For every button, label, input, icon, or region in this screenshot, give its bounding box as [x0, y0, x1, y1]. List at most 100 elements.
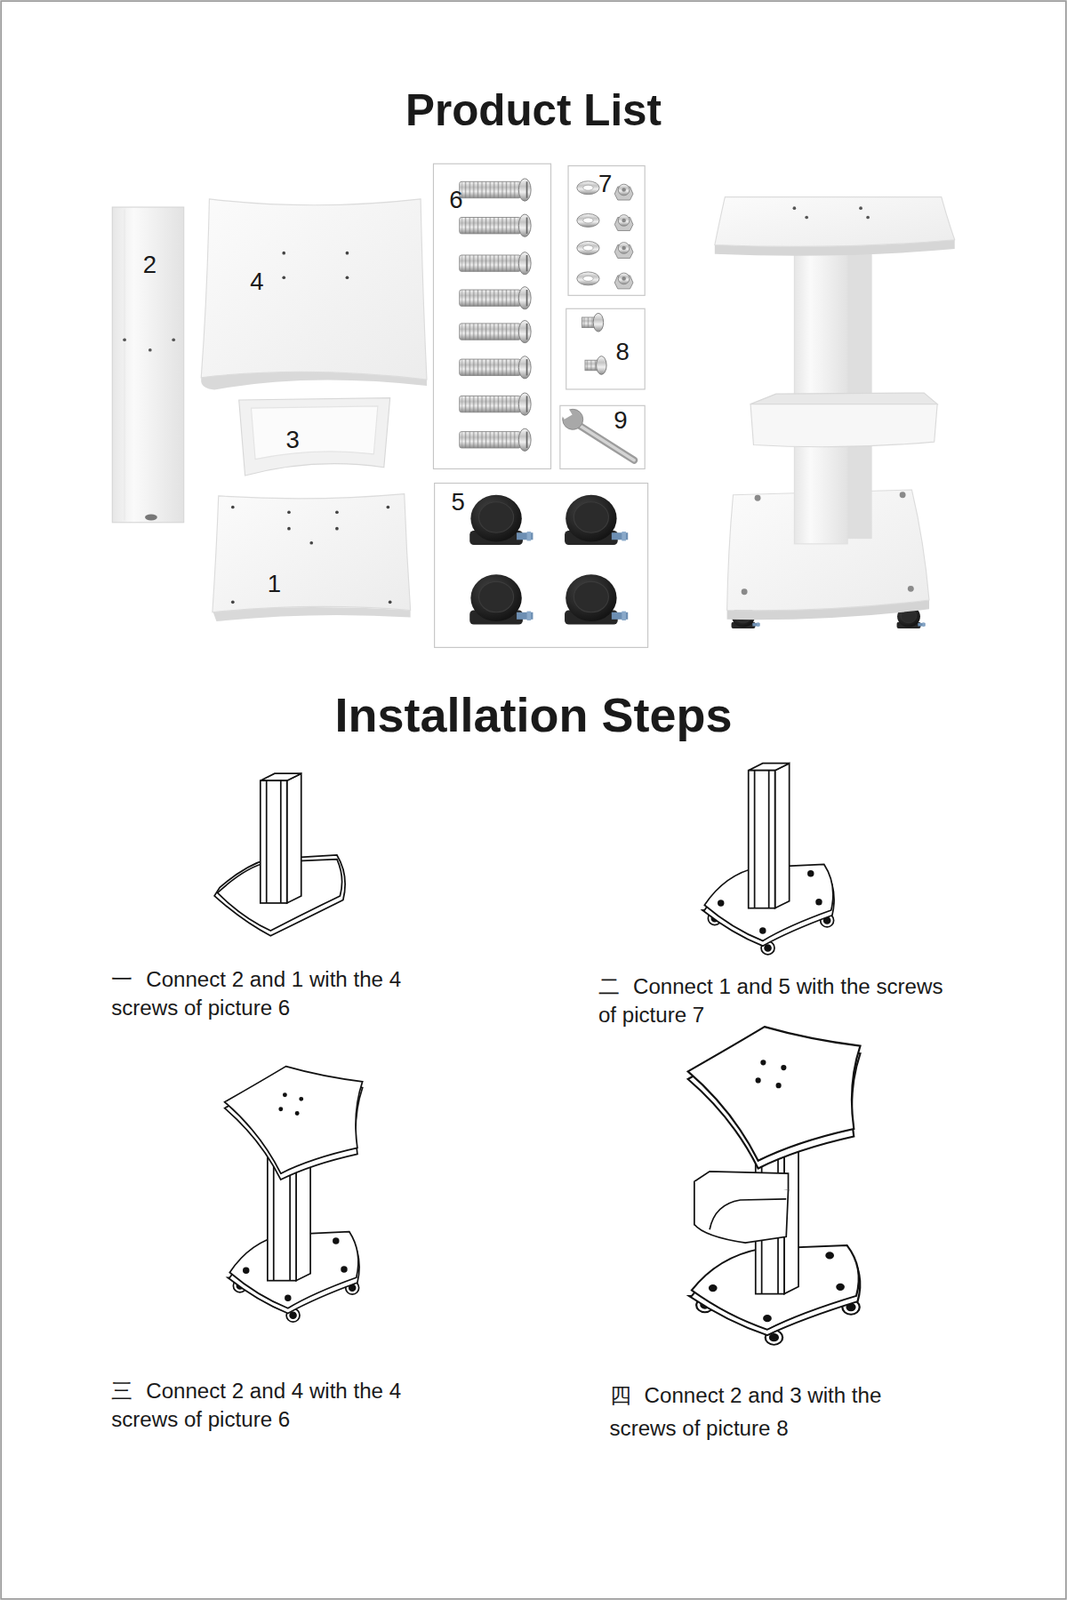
art-part [123, 208, 126, 521]
art-part [200, 199, 427, 380]
page-title: Product List [0, 83, 1067, 137]
art-part [577, 240, 600, 255]
art-part [459, 320, 531, 343]
part-frame: 9 [559, 405, 645, 470]
art-part [793, 206, 797, 210]
art-part [459, 178, 531, 201]
step-instruction: Connect 2 and 4 with the 4 screws of pic… [111, 1377, 418, 1435]
art-part [899, 491, 907, 498]
part-frame: 7 [567, 165, 645, 297]
art-part [287, 527, 291, 531]
step-two-drawing [702, 763, 835, 955]
callout-number: 7 [598, 170, 612, 198]
callout-number: 9 [613, 407, 627, 434]
art-part [459, 356, 531, 379]
wrench [560, 408, 634, 461]
step-numeral: 三 [111, 1377, 133, 1406]
art-part [280, 780, 282, 904]
art-part [560, 408, 573, 420]
art-part [709, 1199, 787, 1230]
column-part [112, 207, 184, 523]
art-part [224, 1067, 363, 1180]
art-part [335, 510, 339, 514]
art-part [459, 252, 531, 275]
part-frame: 5 [433, 482, 649, 649]
art-part [144, 514, 158, 522]
art-part [614, 242, 634, 259]
art-part [250, 406, 378, 460]
art-part [804, 216, 809, 220]
art-part [614, 184, 634, 201]
art-part [768, 770, 771, 909]
art-part [469, 495, 533, 546]
step-instruction: Connect 2 and 1 with the 4 screws of pic… [111, 965, 418, 1023]
callout-number: 5 [451, 489, 466, 516]
art-part [750, 393, 938, 405]
callout-number: 6 [449, 186, 463, 214]
art-part [345, 275, 350, 280]
art-part [260, 773, 302, 781]
part-frame: 8 [565, 308, 646, 391]
step-numeral: 一 [111, 965, 133, 995]
step-numeral: 二 [598, 972, 620, 1002]
art-part [564, 574, 628, 625]
art-part [614, 272, 634, 289]
art-part [582, 312, 604, 332]
art-part [750, 404, 938, 448]
art-part [239, 398, 391, 476]
step-instruction: Connect 2 and 3 with the screws of pictu… [609, 1379, 916, 1445]
art-part [388, 600, 393, 604]
art-part [171, 337, 176, 342]
art-part [265, 780, 268, 904]
art-part [866, 216, 870, 220]
art-part [122, 337, 127, 342]
section-heading: Installation Steps [0, 685, 1067, 746]
art-part [386, 505, 391, 510]
art-part [212, 494, 411, 613]
art-part [748, 763, 790, 771]
art-part [614, 215, 634, 232]
art-part [260, 780, 288, 904]
art-part [231, 505, 235, 510]
art-part [694, 1181, 789, 1244]
art-part [754, 495, 762, 502]
tray-part [239, 398, 391, 476]
art-part [907, 585, 915, 593]
step-three-drawing [224, 1067, 363, 1324]
callout-number: 8 [615, 338, 629, 366]
art-part [469, 574, 533, 625]
art-part [459, 428, 531, 451]
step-one-drawing [214, 773, 345, 937]
art-part [754, 770, 756, 909]
step-four-drawing [688, 1026, 861, 1346]
art-part [564, 495, 628, 546]
art-part [577, 272, 600, 286]
step-instruction: Connect 1 and 5 with the screws of pictu… [598, 972, 951, 1030]
part-number: 1 [267, 568, 281, 598]
assembled-trolley [714, 197, 955, 629]
art-part [231, 600, 235, 604]
art-part [309, 541, 313, 546]
short-screws [582, 312, 608, 375]
top-panel-part [200, 199, 427, 391]
art-part [577, 181, 600, 195]
art-part [748, 770, 776, 909]
washers-and-nuts [577, 181, 634, 289]
art-part [287, 773, 302, 904]
step-numeral: 四 [609, 1379, 632, 1413]
part-frame: 6 [433, 163, 552, 470]
art-part [577, 213, 600, 227]
part-number: 4 [249, 266, 264, 297]
art-part [281, 251, 286, 256]
art-part [858, 206, 863, 210]
part-number: 2 [143, 248, 157, 279]
art-part [148, 348, 153, 353]
art-part [459, 214, 531, 237]
art-part [281, 275, 286, 280]
art-part [741, 588, 748, 595]
casters [469, 495, 628, 626]
